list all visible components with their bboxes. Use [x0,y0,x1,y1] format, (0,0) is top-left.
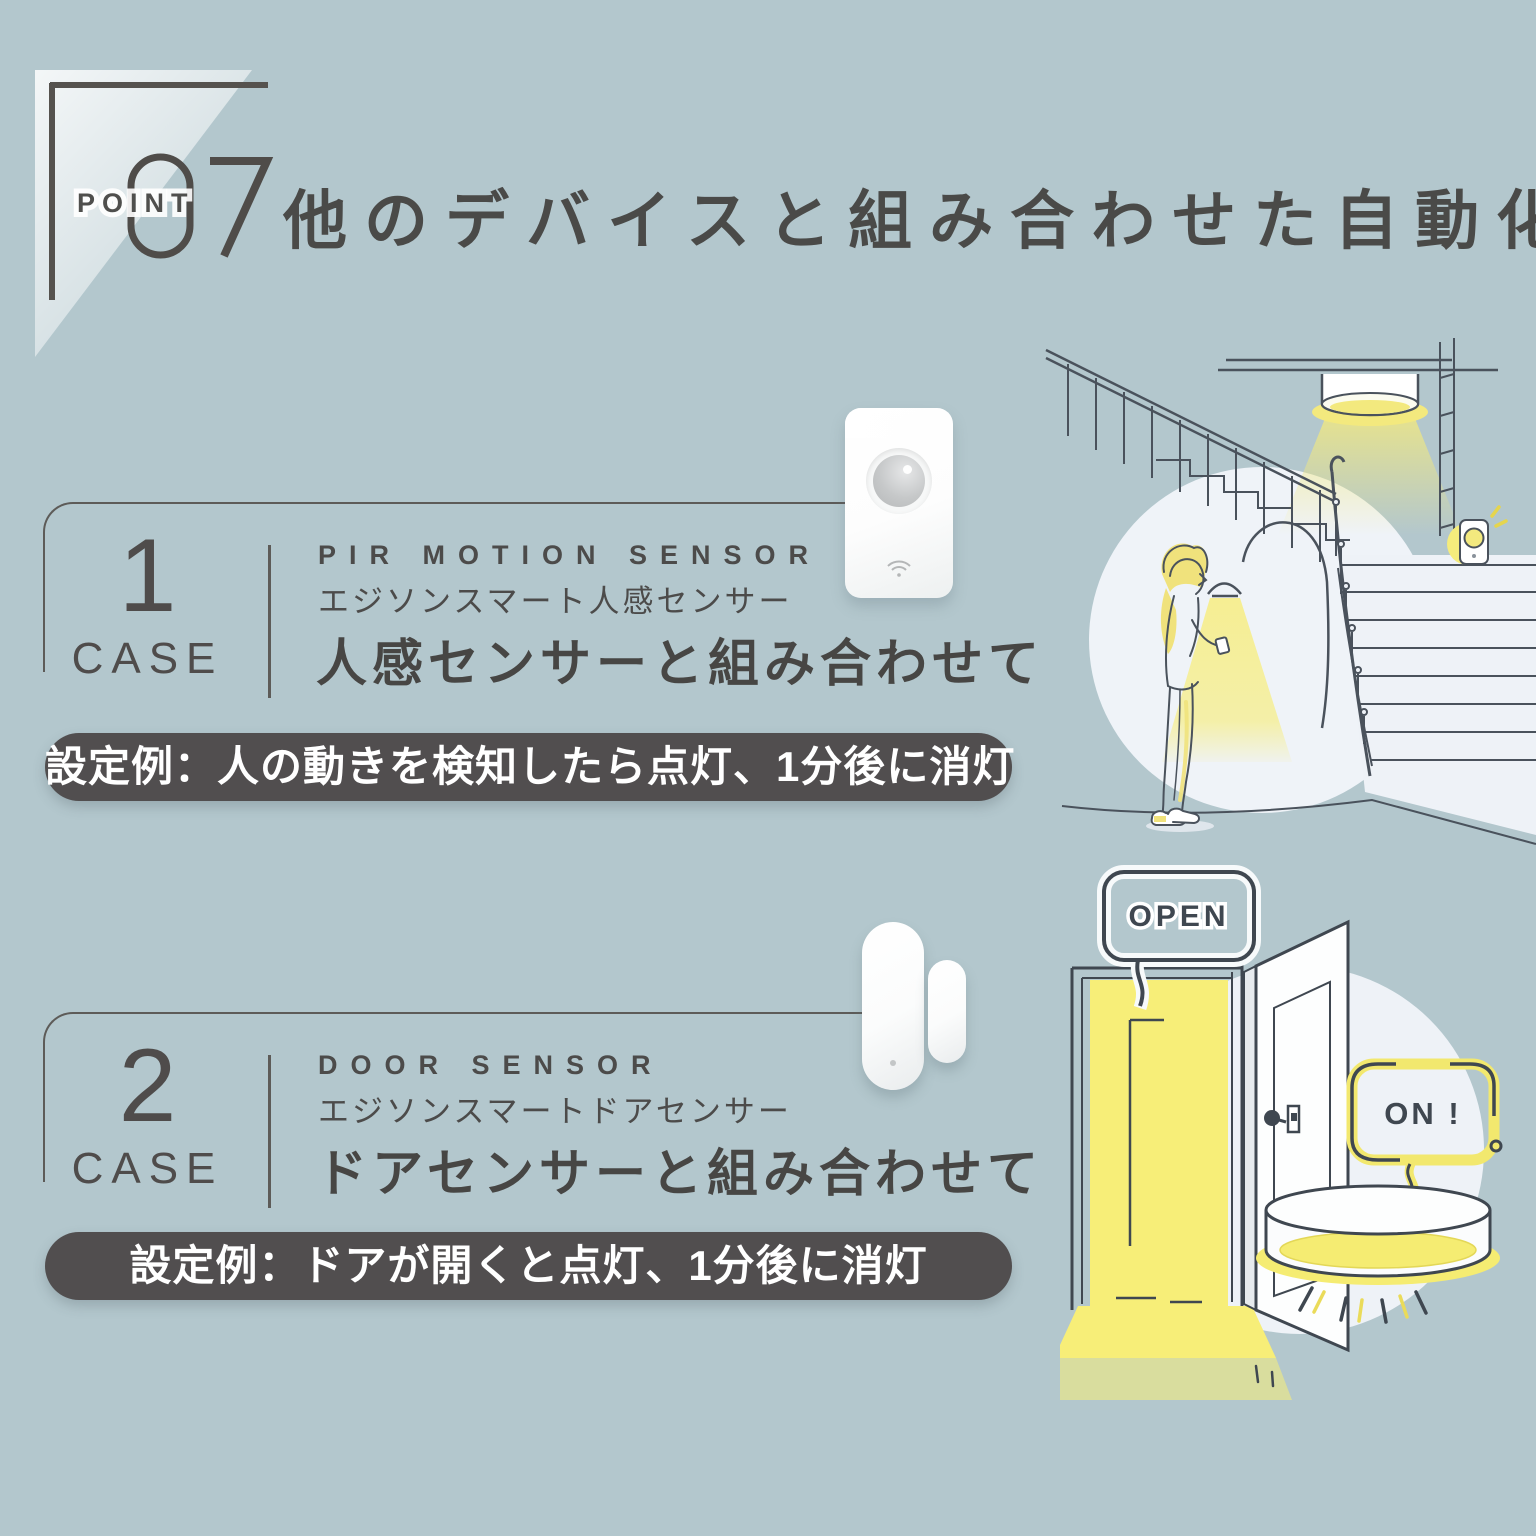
point-number [127,153,274,259]
door-sensor-magnet-unit [928,960,966,1063]
staircase-treads [1340,564,1536,761]
case2-headline: ドアセンサーと組み合わせて [316,1145,1043,1202]
door-sensor-led-dot [890,1060,896,1066]
left-steps [1156,459,1350,541]
ceiling-light-cone [1278,416,1462,535]
pir-sensor-ring [866,448,932,514]
doorway-light-pool [1060,1306,1276,1358]
door-frame [1070,962,1244,1310]
point-badge: POINT [35,70,274,357]
case1-product-name-en: PIR MOTION SENSOR [318,540,822,570]
case2-product-name-jp: エジソンスマートドアセンサー [318,1094,792,1129]
case1-number: 1 [118,518,177,634]
dome-specular-dot [903,465,912,474]
doorway-light [1090,980,1228,1306]
pir-device-highlight [845,408,953,438]
understairs-arch [1241,521,1330,729]
case2-corner-line [43,1012,903,1182]
open-speech-bubble: OPEN [1097,865,1261,1011]
glass-highlight [35,70,252,357]
case2-divider [268,1055,271,1208]
open-bubble-label: OPEN [1128,900,1229,933]
doorway-light-pool-fade [1060,1358,1292,1400]
on-speech-bubble: ON ! [1346,1058,1503,1205]
pir-sensor-dome [873,455,925,507]
page-title: 他のデバイスと組み合わせた自動化 [283,185,1536,257]
ladder [1439,338,1455,536]
open-door [1243,919,1350,1353]
case1-headline: 人感センサーと組み合わせて [316,635,1045,692]
ceiling-lines [1218,358,1498,372]
wall-lamp [1207,582,1242,598]
ceiling-light [1256,1184,1500,1285]
floor-line [1061,798,1536,845]
woman-figure [1146,543,1231,832]
left-handrail [1045,348,1337,503]
wifi-icon [887,560,911,577]
door-scene-illustration: OPEN ON ! [1060,865,1503,1400]
stairs-scene-illustration [1045,338,1536,845]
case1-case-label: CASE [71,634,224,683]
wall-pir-sensor-icon [1447,505,1508,565]
case2-product-name-en: DOOR SENSOR [318,1050,664,1080]
staircase-face [1340,555,1536,835]
lamp-light-cone [1162,598,1292,762]
case1-divider [268,545,271,698]
case1-corner-line [43,502,950,672]
point-label: POINT [77,188,195,218]
case1-example-banner: 設定例：人の動きを検知したら点灯、1分後に消灯 [45,733,1014,801]
case1-product-name-jp: エジソンスマート人感センサー [318,584,793,619]
case2-example-banner: 設定例：ドアが開くと点灯、1分後に消灯 [45,1232,1012,1300]
case2-case-label: CASE [71,1144,224,1193]
light-rays [1254,1286,1428,1388]
pir-motion-sensor-device [845,408,953,598]
banister-posts [1332,498,1368,744]
corner-bracket [49,82,268,300]
case2-number: 2 [118,1028,177,1144]
ceiling-light-bulb [1330,400,1410,414]
on-bubble-label: ON ! [1384,1096,1461,1131]
